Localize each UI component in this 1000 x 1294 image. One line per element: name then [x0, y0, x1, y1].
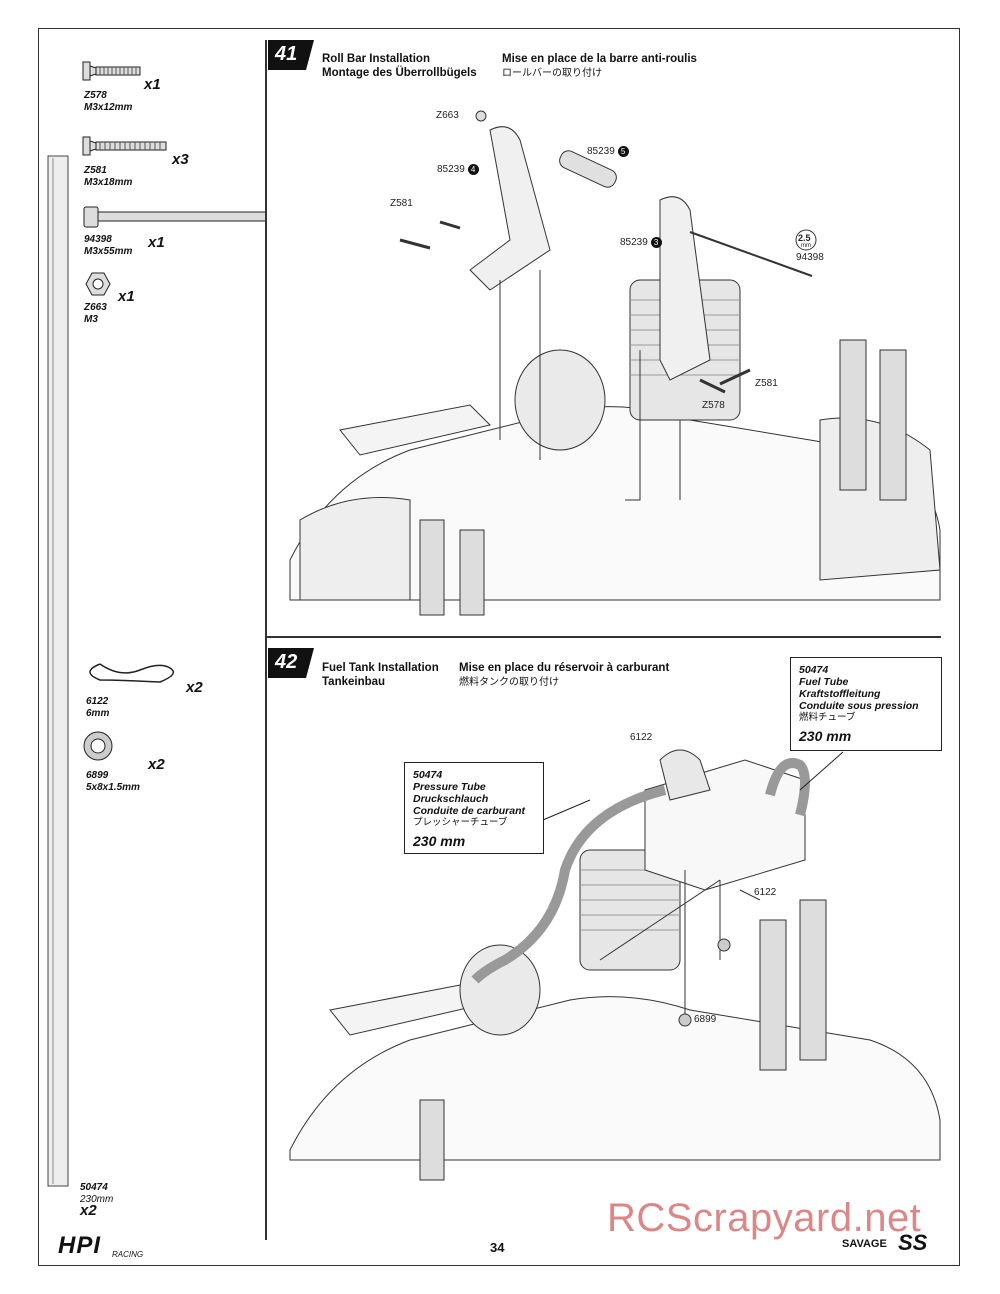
pressure-tube-jp: プレッシャーチューブ: [413, 817, 508, 828]
fuel-tube-fr: Conduite sous pression: [799, 700, 919, 712]
z581-label: Z581 M3x18mm: [84, 165, 132, 189]
column-divider: [265, 40, 267, 1240]
hpi-logo: HPI: [58, 1232, 102, 1259]
step-42-number: 42: [275, 651, 298, 673]
step42-label-6122-a: 6122: [630, 732, 653, 743]
ss-logo: SS: [898, 1230, 928, 1255]
z581-qty: x3: [172, 151, 189, 168]
p94398-code: 94398: [84, 234, 112, 245]
step-divider: [265, 636, 941, 638]
z581-size: M3x18mm: [84, 177, 133, 188]
z578-label: Z578 M3x12mm: [84, 90, 132, 114]
z663-label: Z663 M3: [84, 302, 107, 326]
z581-code: Z581: [84, 165, 107, 176]
step41-label-z581-a: Z581: [390, 198, 413, 209]
step41-label-z578: Z578: [702, 400, 725, 411]
p50474-label: 50474 230mm: [80, 1182, 113, 1206]
step-41-title-jp: ロールバーの取り付け: [502, 68, 602, 79]
z578-size: M3x12mm: [84, 102, 133, 113]
p94398-screw-icon: [83, 206, 265, 228]
pressure-tube-en: Pressure Tube: [413, 781, 486, 793]
step-42-title-jp: 燃料タンクの取り付け: [459, 677, 559, 688]
p50474-tube-icon: [47, 155, 69, 1187]
p50474-qty: x2: [80, 1202, 97, 1219]
fuel-tube-de: Kraftstoffleitung: [799, 688, 881, 700]
fuel-tube-en: Fuel Tube: [799, 676, 849, 688]
step-41-title-fr: Mise en place de la barre anti-roulis: [502, 53, 697, 65]
page-frame: [38, 28, 960, 1266]
watermark: RCScrapyard.net: [607, 1196, 922, 1240]
step41-label-85239-3-code: 85239: [620, 237, 648, 248]
step41-label-85239-4-num: 4: [467, 164, 479, 175]
p94398-size: M3x55mm: [84, 246, 133, 257]
fuel-tube-code: 50474: [799, 664, 829, 676]
p50474-size: 230mm: [80, 1194, 114, 1205]
p6899-label: 6899 5x8x1.5mm: [86, 770, 140, 794]
step41-label-94398: 94398: [796, 252, 824, 263]
pressure-tube-callout: 50474 Pressure Tube Druckschlauch Condui…: [404, 762, 544, 854]
fuel-tube-callout: 50474 Fuel Tube Kraftstoffleitung Condui…: [790, 657, 942, 751]
step41-label-z663: Z663: [436, 110, 459, 121]
p6122-code: 6122: [86, 696, 109, 707]
step41-label-85239-4-code: 85239: [437, 164, 465, 175]
p6122-qty: x2: [186, 679, 203, 696]
step-42-title-de: Tankeinbau: [322, 676, 386, 688]
step-41-title-en: Roll Bar Installation: [322, 53, 430, 65]
z663-nut-icon: [85, 272, 111, 296]
step41-label-z581-b: Z581: [755, 378, 778, 389]
pressure-tube-code: 50474: [413, 769, 443, 781]
step42-label-6899: 6899: [694, 1014, 717, 1025]
step41-label-85239-5-code: 85239: [587, 146, 615, 157]
z663-qty: x1: [118, 288, 135, 305]
step-42-title-en: Fuel Tank Installation: [322, 662, 439, 674]
p6899-washer-icon: [83, 731, 113, 761]
p6899-code: 6899: [86, 770, 109, 781]
step42-label-6122-b: 6122: [754, 887, 777, 898]
fuel-tube-length: 230 mm: [799, 728, 852, 744]
savage-logo: SAVAGE: [842, 1238, 887, 1250]
hex-wrench-size: 2.5: [798, 233, 811, 243]
p50474-code: 50474: [80, 1182, 108, 1193]
step41-label-85239-5-num: 5: [617, 146, 629, 157]
pressure-tube-fr: Conduite de carburant: [413, 805, 526, 817]
p94398-qty: x1: [148, 234, 165, 251]
p6899-size: 5x8x1.5mm: [86, 782, 140, 793]
page-number: 34: [490, 1240, 505, 1255]
hex-wrench-unit: mm: [801, 243, 811, 249]
step-41-number: 41: [275, 43, 298, 65]
z581-screw-icon: [82, 136, 167, 156]
p6899-qty: x2: [148, 756, 165, 773]
p6122-body-clip-icon: [89, 663, 175, 683]
z578-qty: x1: [144, 76, 161, 93]
step-41-badge: [268, 40, 314, 70]
fuel-tube-jp: 燃料チューブ: [799, 712, 856, 723]
z578-screw-icon: [82, 61, 141, 81]
step41-label-85239-4: 85239 4: [437, 164, 479, 175]
p94398-label: 94398 M3x55mm: [84, 234, 132, 258]
step-41-title-de: Montage des Überrollbügels: [322, 67, 477, 79]
step41-label-85239-5: 85239 5: [587, 146, 629, 157]
z578-code: Z578: [84, 90, 107, 101]
p6122-label: 6122 6mm: [86, 696, 109, 720]
pressure-tube-de: Druckschlauch: [413, 793, 489, 805]
z663-size: M3: [84, 314, 98, 325]
step41-label-85239-3-num: 3: [650, 237, 662, 248]
z663-code: Z663: [84, 302, 107, 313]
step-42-title-fr: Mise en place du réservoir à carburant: [459, 662, 670, 674]
pressure-tube-length: 230 mm: [413, 833, 466, 849]
step-42-badge: [268, 648, 314, 678]
hpi-racing-logo: RACING: [112, 1250, 144, 1259]
parts-illustrations: [47, 61, 265, 1187]
step41-label-85239-3: 85239 3: [620, 237, 662, 248]
p6122-size: 6mm: [86, 708, 110, 719]
